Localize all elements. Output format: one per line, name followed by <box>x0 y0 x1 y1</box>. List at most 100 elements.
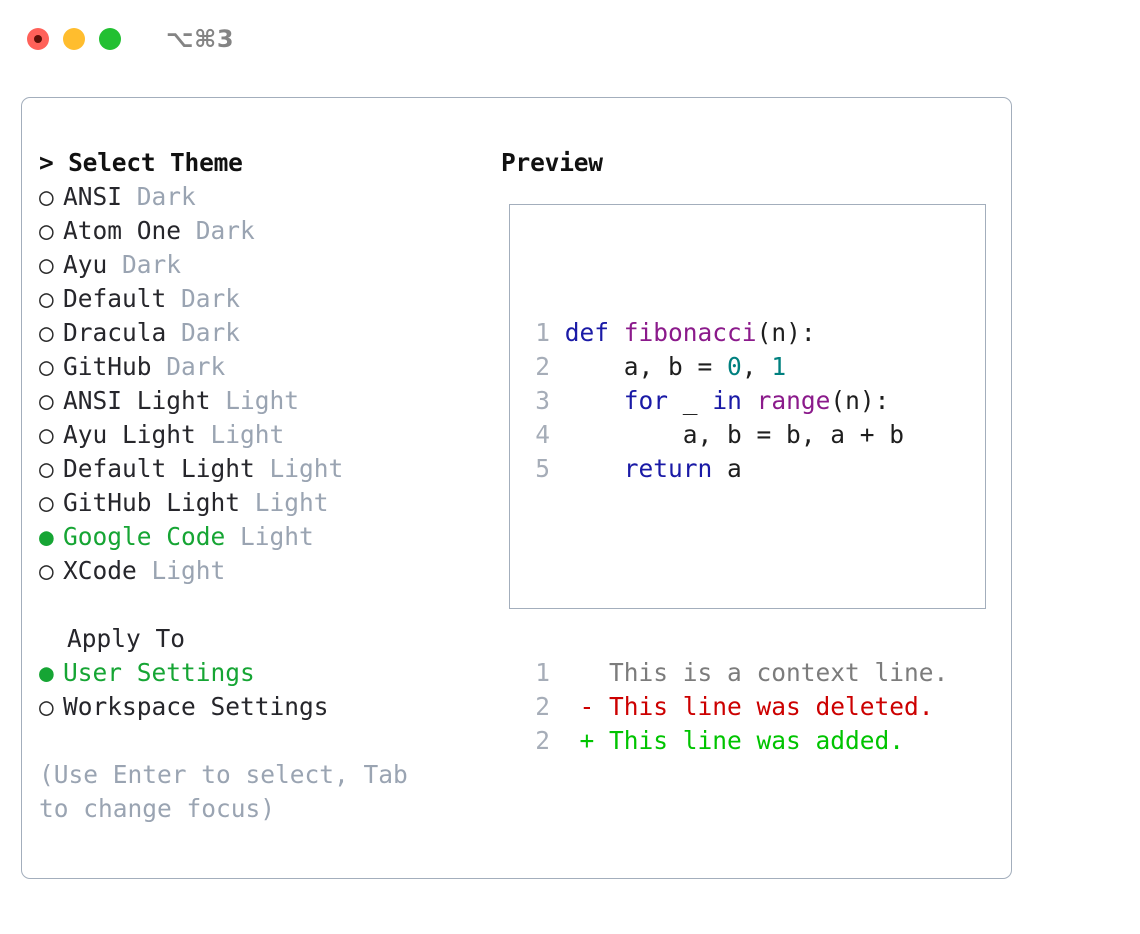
code-token <box>565 454 624 483</box>
theme-list-item[interactable]: ○Default Dark <box>39 282 479 316</box>
diff-text: This line was added. <box>609 726 905 755</box>
gutter-gap <box>550 726 580 755</box>
line-number: 1 <box>535 658 550 687</box>
theme-kind-badge: Dark <box>181 318 241 347</box>
radio-unselected-icon[interactable]: ○ <box>39 556 54 585</box>
theme-list-item[interactable]: ○ Default Light Light <box>39 452 479 486</box>
code-token <box>742 386 757 415</box>
theme-list-item[interactable]: ○ Dracula Dark <box>39 316 479 350</box>
minimize-button[interactable] <box>63 28 85 50</box>
gutter-gap <box>550 454 565 483</box>
theme-name-gap <box>166 318 181 347</box>
theme-name-gap <box>255 454 270 483</box>
theme-list-item[interactable]: ○ Atom One Dark <box>39 214 479 248</box>
radio-unselected-icon[interactable]: ○ <box>39 318 54 347</box>
apply-to-option[interactable]: ○Workspace Settings <box>39 690 479 724</box>
theme-list-item[interactable]: ○XCode Light <box>39 554 479 588</box>
code-line: 1 def fibonacci(n): <box>524 316 948 350</box>
radio-unselected-icon[interactable]: ○ <box>39 284 54 313</box>
theme-list-item[interactable]: ● Google Code Light <box>39 520 479 554</box>
theme-name: Atom One <box>63 216 182 245</box>
code-token: 0 <box>727 352 742 381</box>
radio-selected-icon[interactable]: ● <box>39 522 54 551</box>
preview-title: Preview <box>501 148 603 177</box>
traffic-light-group <box>27 28 121 50</box>
radio-unselected-icon[interactable]: ○ <box>39 182 54 211</box>
theme-kind-badge: Dark <box>136 182 196 211</box>
code-diff-spacer <box>524 554 948 588</box>
apply-to-option[interactable]: ● User Settings <box>39 656 479 690</box>
theme-name-gap <box>166 284 181 313</box>
theme-name: GitHub <box>63 352 152 381</box>
code-token: a, b = b, a + b <box>564 420 905 449</box>
code-token <box>609 318 624 347</box>
apply-to-list: ● User Settings ○Workspace Settings <box>39 656 479 724</box>
gutter-gap <box>550 420 565 449</box>
code-line: 5 return a <box>524 452 948 486</box>
theme-name: Ayu <box>63 250 108 279</box>
diff-block: 1 This is a context line. 2 - This line w… <box>524 656 948 758</box>
theme-kind-badge: Light <box>151 556 226 585</box>
radio-selected-icon[interactable]: ● <box>39 658 54 687</box>
theme-name-gap <box>107 250 122 279</box>
line-number: 2 <box>535 692 550 721</box>
apply-to-option-label: User Settings <box>63 658 255 687</box>
radio-unselected-icon[interactable]: ○ <box>39 250 54 279</box>
theme-kind-badge: Light <box>269 454 344 483</box>
theme-list-item[interactable]: ○GitHub Light Light <box>39 486 479 520</box>
title-bar: ⌥⌘3 <box>0 0 1140 78</box>
theme-list-item[interactable]: ○ANSI Dark <box>39 180 479 214</box>
code-token: , <box>741 352 772 381</box>
line-number: 2 <box>535 352 550 381</box>
diff-marker: + <box>579 726 610 755</box>
code-token: _ <box>668 386 713 415</box>
radio-unselected-icon[interactable]: ○ <box>39 216 54 245</box>
theme-list-item[interactable]: ○ANSI Light Light <box>39 384 479 418</box>
gutter-gap <box>550 386 565 415</box>
theme-picker-column: > Select Theme ○ANSI Dark○Atom One Dark○… <box>39 146 479 826</box>
theme-name: Ayu Light <box>63 420 196 449</box>
radio-unselected-icon[interactable]: ○ <box>39 352 54 381</box>
theme-picker-title-spacer <box>54 148 69 177</box>
maximize-button[interactable] <box>99 28 121 50</box>
diff-marker <box>580 658 610 687</box>
diff-text: This is a context line. <box>609 658 949 687</box>
theme-name-gap <box>122 182 137 211</box>
theme-kind-badge: Dark <box>195 216 255 245</box>
radio-unselected-icon[interactable]: ○ <box>39 386 54 415</box>
radio-unselected-icon[interactable]: ○ <box>39 488 54 517</box>
radio-unselected-icon[interactable]: ○ <box>39 692 54 721</box>
theme-kind-badge: Dark <box>166 352 226 381</box>
code-line: 2 a, b = 0, 1 <box>524 350 948 384</box>
radio-unselected-icon[interactable]: ○ <box>39 454 54 483</box>
theme-name: Default Light <box>63 454 255 483</box>
radio-unselected-icon[interactable]: ○ <box>39 420 54 449</box>
code-token: fibonacci <box>623 318 757 347</box>
theme-name-gap <box>211 386 226 415</box>
theme-kind-badge: Light <box>240 522 314 551</box>
theme-name: Google Code <box>63 522 226 551</box>
code-token: def <box>564 318 610 347</box>
code-token: a, b = <box>564 352 728 381</box>
theme-name: Dracula <box>63 318 167 347</box>
theme-list-item[interactable]: ○Ayu Light Light <box>39 418 479 452</box>
code-token: for <box>623 386 669 415</box>
diff-line: 2 - This line was deleted. <box>524 690 948 724</box>
theme-list-item[interactable]: ○ GitHub Dark <box>39 350 479 384</box>
main-panel: > Select Theme ○ANSI Dark○Atom One Dark○… <box>21 97 1012 879</box>
theme-list-item[interactable]: ○Ayu Dark <box>39 248 479 282</box>
keyboard-shortcut-label: ⌥⌘3 <box>166 25 235 53</box>
theme-name-gap <box>196 420 211 449</box>
list-spacer <box>39 588 479 622</box>
code-token: range <box>756 386 831 415</box>
code-token: a <box>712 454 742 483</box>
gutter-gap <box>550 318 565 347</box>
code-line: 4 a, b = b, a + b <box>524 418 948 452</box>
line-number: 3 <box>535 386 550 415</box>
theme-kind-badge: Light <box>225 386 300 415</box>
keyboard-hint: (Use Enter to select, Tab to change focu… <box>39 760 423 823</box>
close-button[interactable] <box>27 28 49 50</box>
apply-to-label: Apply To <box>67 624 186 653</box>
